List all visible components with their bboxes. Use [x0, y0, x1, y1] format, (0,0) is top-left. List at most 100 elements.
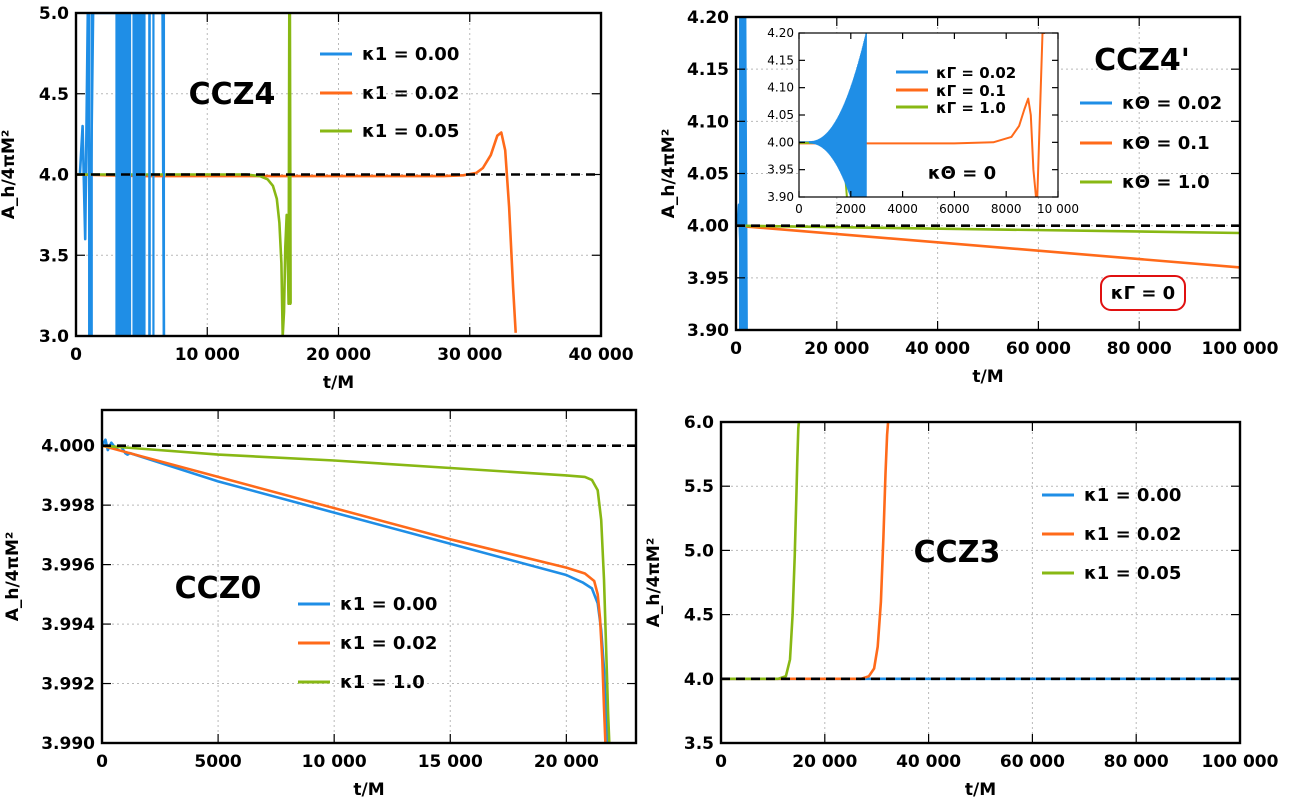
y-tick-label: 5.0: [39, 4, 69, 24]
series-line-1: [102, 444, 607, 743]
inset-annotation-kappa-theta: κΘ = 0: [928, 163, 996, 184]
x-tick-label: 0: [70, 345, 82, 365]
y-tick-label: 4.15: [687, 60, 729, 80]
y-tick-label: 4.00: [687, 217, 729, 237]
legend-ccz4: κ1 = 0.00 κ1 = 0.02 κ1 = 0.05: [320, 44, 459, 142]
x-axis-label: t/M: [972, 367, 1003, 387]
y-tick-label: 4.0: [684, 670, 714, 690]
legend-label-k1-002: κ1 = 0.02: [1084, 524, 1181, 545]
x-tick-label: 80 000: [1107, 339, 1172, 359]
panel-title-ccz4-prime: CCZ4': [1094, 43, 1190, 78]
x-tick-label: 100 000: [1202, 752, 1279, 772]
x-tick-label: 40 000: [905, 339, 970, 359]
y-tick-label: 4.10: [687, 112, 729, 132]
x-tick-label: 80 000: [1104, 752, 1169, 772]
legend-label-ktheta-10: κΘ = 1.0: [1122, 172, 1210, 193]
x-axis-label: t/M: [353, 780, 384, 800]
y-tick-label: 3.994: [41, 615, 95, 635]
panel-ccz4-prime: CCZ4' κΘ = 0.02 κΘ = 0.1 κΘ = 1.0 κΓ = 0: [1080, 43, 1222, 311]
y-tick-label: 3.90: [687, 321, 729, 341]
y-axis-label: A_h/4πM²: [659, 129, 679, 219]
x-tick-label: 10 000: [1037, 202, 1079, 216]
legend-ccz3: κ1 = 0.00 κ1 = 0.02 κ1 = 0.05: [1042, 485, 1181, 584]
x-tick-label: 60 000: [1000, 752, 1065, 772]
x-tick-label: 20 000: [534, 752, 599, 772]
y-tick-label: 3.0: [39, 327, 69, 347]
panel-ccz4: CCZ4 κ1 = 0.00 κ1 = 0.02 κ1 = 0.05: [189, 44, 460, 142]
annotation-badge-border: [1100, 275, 1186, 311]
x-axis-label: t/M: [323, 373, 354, 393]
y-tick-label: 5.5: [684, 477, 714, 497]
y-tick-label: 4.05: [767, 108, 794, 122]
plot-frame: [719, 420, 1242, 745]
y-tick-label: 4.10: [767, 81, 794, 95]
inset-legend-label-kgamma-002: κΓ = 0.02: [936, 64, 1016, 82]
y-axis-label: A_h/4πM²: [3, 532, 23, 622]
x-tick-label: 20 000: [792, 752, 857, 772]
x-tick-label: 40 000: [568, 345, 633, 365]
x-tick-label: 4000: [887, 202, 918, 216]
y-tick-label: 4.0: [39, 166, 69, 186]
y-tick-label: 3.95: [687, 269, 729, 289]
y-tick-label: 4.20: [687, 8, 729, 28]
y-tick-label: 3.998: [41, 496, 95, 516]
y-tick-label: 4.5: [684, 606, 714, 626]
panel-title-ccz4: CCZ4: [189, 77, 276, 112]
panel-title-ccz0: CCZ0: [175, 571, 262, 606]
legend-label-k1-002: κ1 = 0.02: [340, 633, 437, 654]
annotation-badge: κΓ = 0: [1100, 275, 1186, 311]
y-tick-label: 4.05: [687, 165, 729, 185]
plot-frame: [100, 408, 638, 745]
x-tick-label: 20 000: [306, 345, 371, 365]
x-axis-label: t/M: [965, 780, 996, 800]
oscillation-fill: [148, 13, 151, 336]
x-tick-label: 8000: [991, 202, 1022, 216]
legend-label-k1-000: κ1 = 0.00: [362, 44, 459, 65]
y-tick-label: 4.5: [39, 85, 69, 105]
y-axis-label: A_h/4πM²: [0, 130, 19, 220]
x-tick-label: 30 000: [437, 345, 502, 365]
y-tick-label: 3.95: [767, 163, 794, 177]
legend-label-k1-000: κ1 = 0.00: [1084, 485, 1181, 506]
series-line-1: [799, 33, 1045, 197]
panel-plot-3: 0 20 000 40 000 60 000 80 000 100 000 3.5 4.0 4.…: [644, 413, 1279, 800]
x-tick-label: 0: [96, 752, 108, 772]
x-tick-label: 5000: [194, 752, 241, 772]
x-tick-label: 10 000: [302, 752, 367, 772]
panel-ccz3: CCZ3 κ1 = 0.00 κ1 = 0.02 κ1 = 0.05: [914, 485, 1182, 584]
x-tick-label: 0: [715, 752, 727, 772]
y-tick-label: 3.992: [41, 675, 95, 695]
series-line-2: [102, 444, 611, 743]
series-line-1: [736, 224, 1240, 269]
series-group: [799, 33, 1045, 197]
legend-label-k1-005: κ1 = 0.05: [1084, 563, 1181, 584]
series-group: [102, 438, 611, 743]
inset-legend-label-kgamma-01: κΓ = 0.1: [936, 82, 1006, 100]
y-tick-label: 3.5: [684, 734, 714, 754]
y-tick-label: 3.990: [41, 734, 95, 754]
x-tick-label: 2000: [836, 202, 867, 216]
x-tick-label: 0: [730, 339, 742, 359]
legend-label-k1-005: κ1 = 0.05: [362, 121, 459, 142]
y-tick-label: 4.20: [767, 26, 794, 40]
y-tick-label: 3.90: [767, 190, 794, 204]
legend-label-k1-000: κ1 = 0.00: [340, 594, 437, 615]
y-tick-label: 4.15: [767, 53, 794, 67]
x-tick-label: 20 000: [804, 339, 869, 359]
legend-ccz0: κ1 = 0.00 κ1 = 0.02 κ1 = 1.0: [298, 594, 437, 693]
x-tick-label: 40 000: [896, 752, 961, 772]
oscillation-envelope: [808, 33, 867, 197]
x-tick-label: 0: [795, 202, 803, 216]
x-tick-label: 10 000: [175, 345, 240, 365]
y-tick-label: 6.0: [684, 413, 714, 433]
y-tick-label: 3.5: [39, 246, 69, 266]
y-tick-label: 4.00: [767, 135, 794, 149]
legend-label-k1-002: κ1 = 0.02: [362, 83, 459, 104]
legend-ccz4-prime: κΘ = 0.02 κΘ = 0.1 κΘ = 1.0: [1080, 93, 1222, 193]
y-tick-label: 3.996: [41, 556, 95, 576]
x-tick-label: 100 000: [1202, 339, 1279, 359]
x-tick-label: 60 000: [1006, 339, 1071, 359]
